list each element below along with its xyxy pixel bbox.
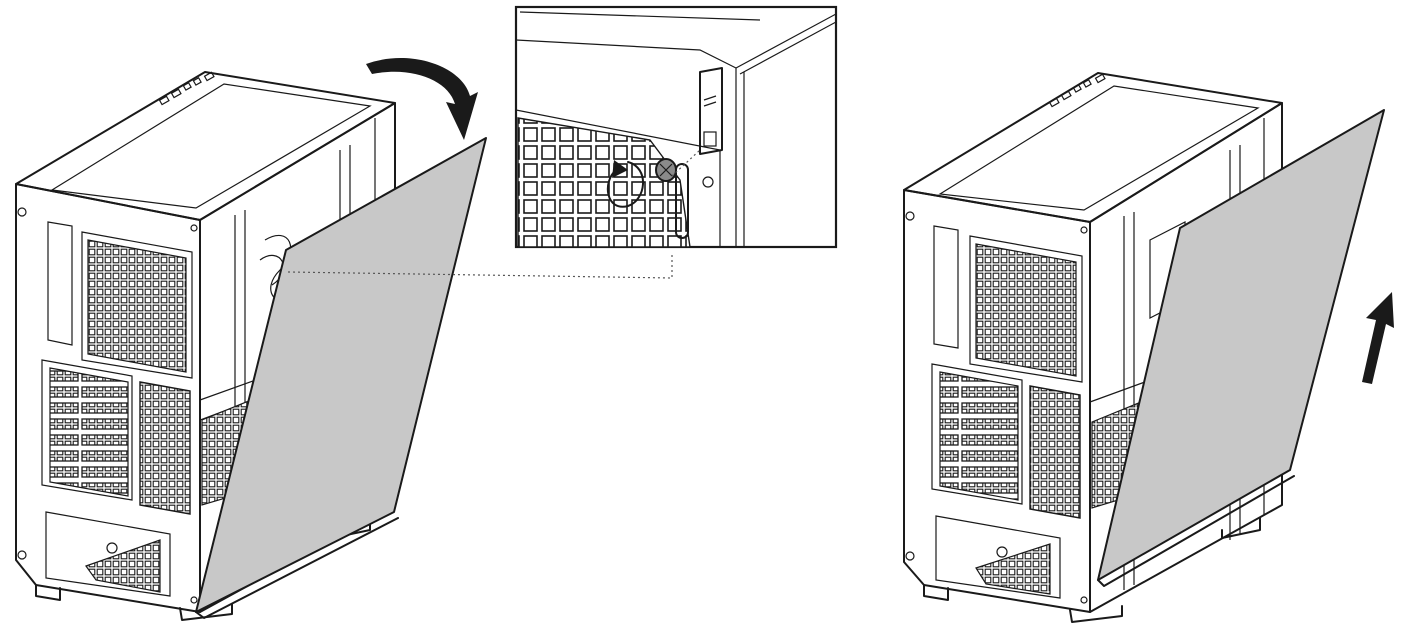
- case-top-glass-panel: [50, 83, 372, 209]
- detail-leader-line: [287, 252, 673, 279]
- rear-panel-screws: [17, 207, 198, 604]
- side-panel-swinging-open: [195, 137, 487, 613]
- rear-side-vent-mesh: [139, 381, 191, 515]
- rear-io-cutout: [47, 221, 73, 346]
- rear-exhaust-fan-mesh: [969, 235, 1083, 383]
- curved-swing-arrow: [366, 58, 478, 140]
- rear-exhaust-fan-mesh: [81, 231, 193, 379]
- case-feet: [923, 517, 1261, 623]
- side-panel-edge: [195, 517, 399, 619]
- pc-case-step-2: [903, 72, 1394, 623]
- lift-up-arrow: [1362, 292, 1394, 384]
- thumbscrew-detail-callout: [287, 5, 838, 279]
- side-panel-lifting: [1097, 109, 1385, 581]
- expansion-slot-covers: [931, 363, 1023, 505]
- side-panel-edge: [1097, 475, 1295, 587]
- case-rear-face: [903, 189, 1091, 613]
- pc-case-step-1: [15, 58, 487, 621]
- detail-latch-bracket: [699, 67, 723, 155]
- case-top-face: [15, 71, 396, 221]
- front-io-ports: [1048, 73, 1106, 108]
- counter-clockwise-rotation-arrow: [607, 161, 644, 208]
- psu-bay-opening: [935, 515, 1061, 599]
- front-io-ports: [158, 71, 215, 106]
- rear-io-cutout: [933, 225, 959, 349]
- expansion-slot-covers: [41, 359, 133, 501]
- rear-side-vent-mesh: [1029, 385, 1081, 519]
- detail-mesh-vent: [517, 117, 691, 247]
- psu-bay-opening: [45, 511, 171, 597]
- thumbscrew: [655, 158, 677, 182]
- case-rear-face: [15, 183, 201, 613]
- case-side-opening: [1089, 102, 1283, 613]
- rear-panel-screws: [905, 211, 1088, 604]
- case-top-glass-panel: [938, 85, 1260, 211]
